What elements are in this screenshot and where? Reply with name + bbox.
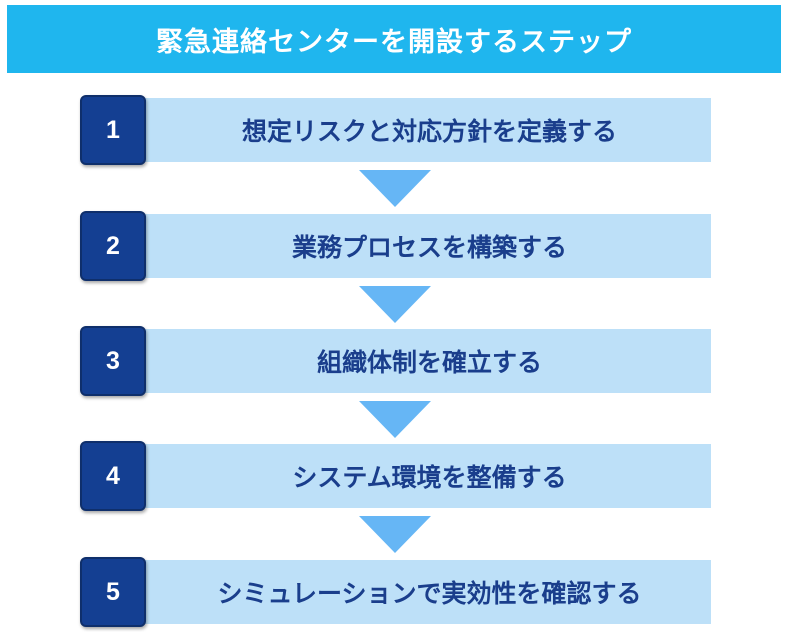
step-5: シミュレーションで実効性を確認する 5: [80, 557, 711, 627]
step-bar: 組織体制を確立する: [130, 329, 711, 393]
step-bar: 業務プロセスを構築する: [130, 214, 711, 278]
step-bar: 想定リスクと対応方針を定義する: [130, 98, 711, 162]
step-number-box: 2: [80, 211, 146, 281]
step-bar: シミュレーションで実効性を確認する: [130, 560, 711, 624]
step-number-box: 5: [80, 557, 146, 627]
step-bar: システム環境を整備する: [130, 444, 711, 508]
down-arrow-icon: [359, 516, 431, 553]
step-label: シミュレーションで実効性を確認する: [217, 579, 642, 608]
step-number: 3: [106, 346, 120, 375]
step-label: 想定リスクと対応方針を定義する: [241, 117, 617, 146]
step-2: 業務プロセスを構築する 2: [80, 211, 711, 281]
step-number-box: 4: [80, 441, 146, 511]
down-arrow-icon: [359, 401, 431, 438]
header-banner: 緊急連絡センターを開設するステップ: [7, 5, 781, 73]
step-number: 1: [106, 115, 120, 144]
step-label: 業務プロセスを構築する: [291, 233, 567, 262]
step-number: 4: [106, 461, 120, 490]
step-3: 組織体制を確立する 3: [80, 326, 711, 396]
step-label: 組織体制を確立する: [316, 348, 542, 377]
diagram-title: 緊急連絡センターを開設するステップ: [156, 26, 632, 58]
step-number: 5: [106, 577, 120, 606]
step-label: システム環境を整備する: [292, 463, 567, 492]
step-1: 想定リスクと対応方針を定義する 1: [80, 95, 711, 165]
down-arrow-icon: [359, 286, 431, 323]
step-4: システム環境を整備する 4: [80, 441, 711, 511]
down-arrow-icon: [359, 170, 431, 207]
step-number-box: 1: [80, 95, 146, 165]
step-number: 2: [106, 231, 120, 260]
step-number-box: 3: [80, 326, 146, 396]
